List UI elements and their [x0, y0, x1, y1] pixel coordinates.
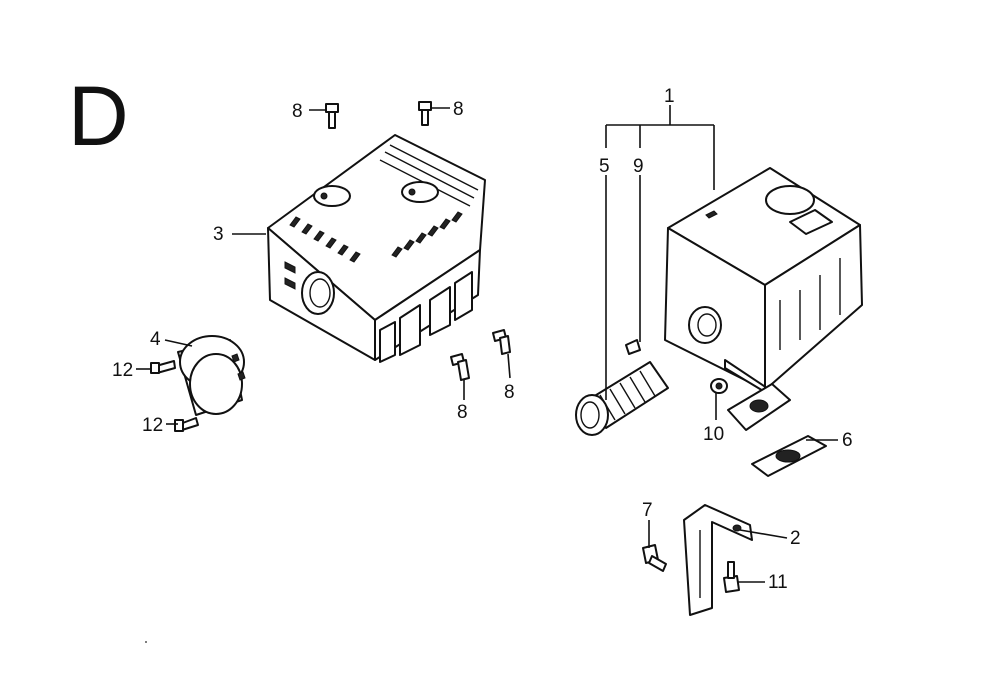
callout-12-upper: 12	[112, 360, 133, 381]
callout-11: 11	[768, 572, 788, 593]
bolt-7-drawing	[642, 544, 667, 572]
callout-8-top-right: 8	[453, 99, 464, 120]
bolt-12-upper-drawing	[150, 360, 176, 374]
callout-2: 2	[790, 528, 801, 549]
bolt-8-top-right-drawing	[418, 101, 432, 126]
callout-8-middle: 8	[457, 402, 468, 423]
callout-6: 6	[842, 430, 853, 451]
callout-4: 4	[150, 329, 161, 350]
spark-arrester-drawing	[575, 361, 669, 436]
bolt-8-right-drawing	[492, 329, 511, 355]
leader-lines	[136, 105, 838, 583]
callout-5: 5	[599, 156, 610, 177]
nut-10-drawing	[710, 378, 728, 394]
bolt-8-top-left-drawing	[325, 103, 339, 129]
exhaust-cap-drawing	[177, 335, 246, 416]
callout-7: 7	[642, 500, 653, 521]
callout-12-lower: 12	[142, 415, 163, 436]
bracket-2-drawing	[683, 504, 753, 616]
section-letter: D	[68, 69, 129, 163]
screw-9-drawing	[625, 339, 641, 355]
gasket-6-drawing	[751, 435, 827, 477]
callout-10: 10	[703, 424, 724, 445]
callout-1: 1	[664, 86, 675, 107]
gasket-upper-drawing	[727, 383, 791, 431]
callout-8-top-left: 8	[292, 101, 303, 122]
callout-9: 9	[633, 156, 644, 177]
bolt-12-lower-drawing	[174, 417, 199, 432]
muffler-protector-drawing	[267, 134, 486, 363]
callout-8-right: 8	[504, 382, 515, 403]
muffler-drawing	[664, 167, 863, 396]
bolt-8-middle-drawing	[450, 353, 470, 381]
callout-3: 3	[213, 224, 224, 245]
bolt-11-drawing	[723, 561, 740, 593]
